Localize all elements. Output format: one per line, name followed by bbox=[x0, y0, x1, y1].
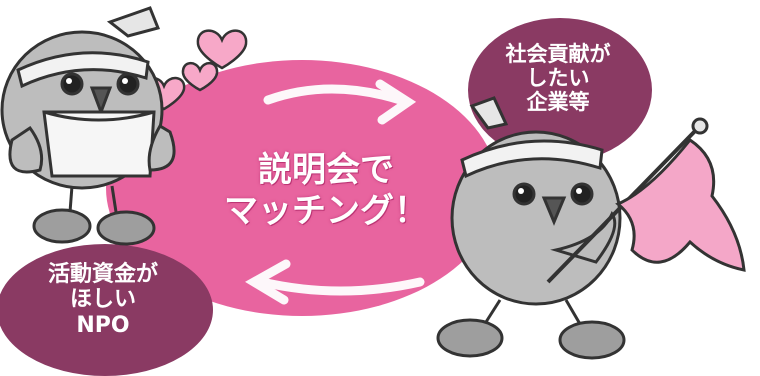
center-ellipse bbox=[106, 60, 498, 316]
npo-label-line2: ほしい bbox=[69, 287, 136, 313]
company-label-line3: 企業等 bbox=[526, 90, 590, 115]
arrow-right-icon bbox=[263, 79, 417, 125]
npo-label-line3: NPO bbox=[76, 312, 130, 338]
bird-company-icon bbox=[436, 96, 626, 360]
bird-npo-icon bbox=[0, 6, 176, 246]
company-label-line2: したい bbox=[526, 66, 590, 91]
npo-label-line1: 活動資金が bbox=[47, 262, 158, 287]
center-headline-line1: 説明会で bbox=[258, 150, 394, 190]
center-headline-line2: マッチング！ bbox=[224, 191, 428, 232]
npo-bubble bbox=[0, 244, 213, 376]
arrow-left-icon bbox=[245, 259, 425, 305]
npo-label: 活動資金が ほしい NPO bbox=[8, 262, 198, 338]
company-label: 社会貢献が したい 企業等 bbox=[478, 42, 638, 114]
center-headline: 説明会で マッチング！ bbox=[186, 150, 466, 233]
company-bubble bbox=[468, 18, 652, 162]
flag-icon bbox=[546, 117, 746, 284]
company-label-line1: 社会貢献が bbox=[505, 42, 611, 66]
